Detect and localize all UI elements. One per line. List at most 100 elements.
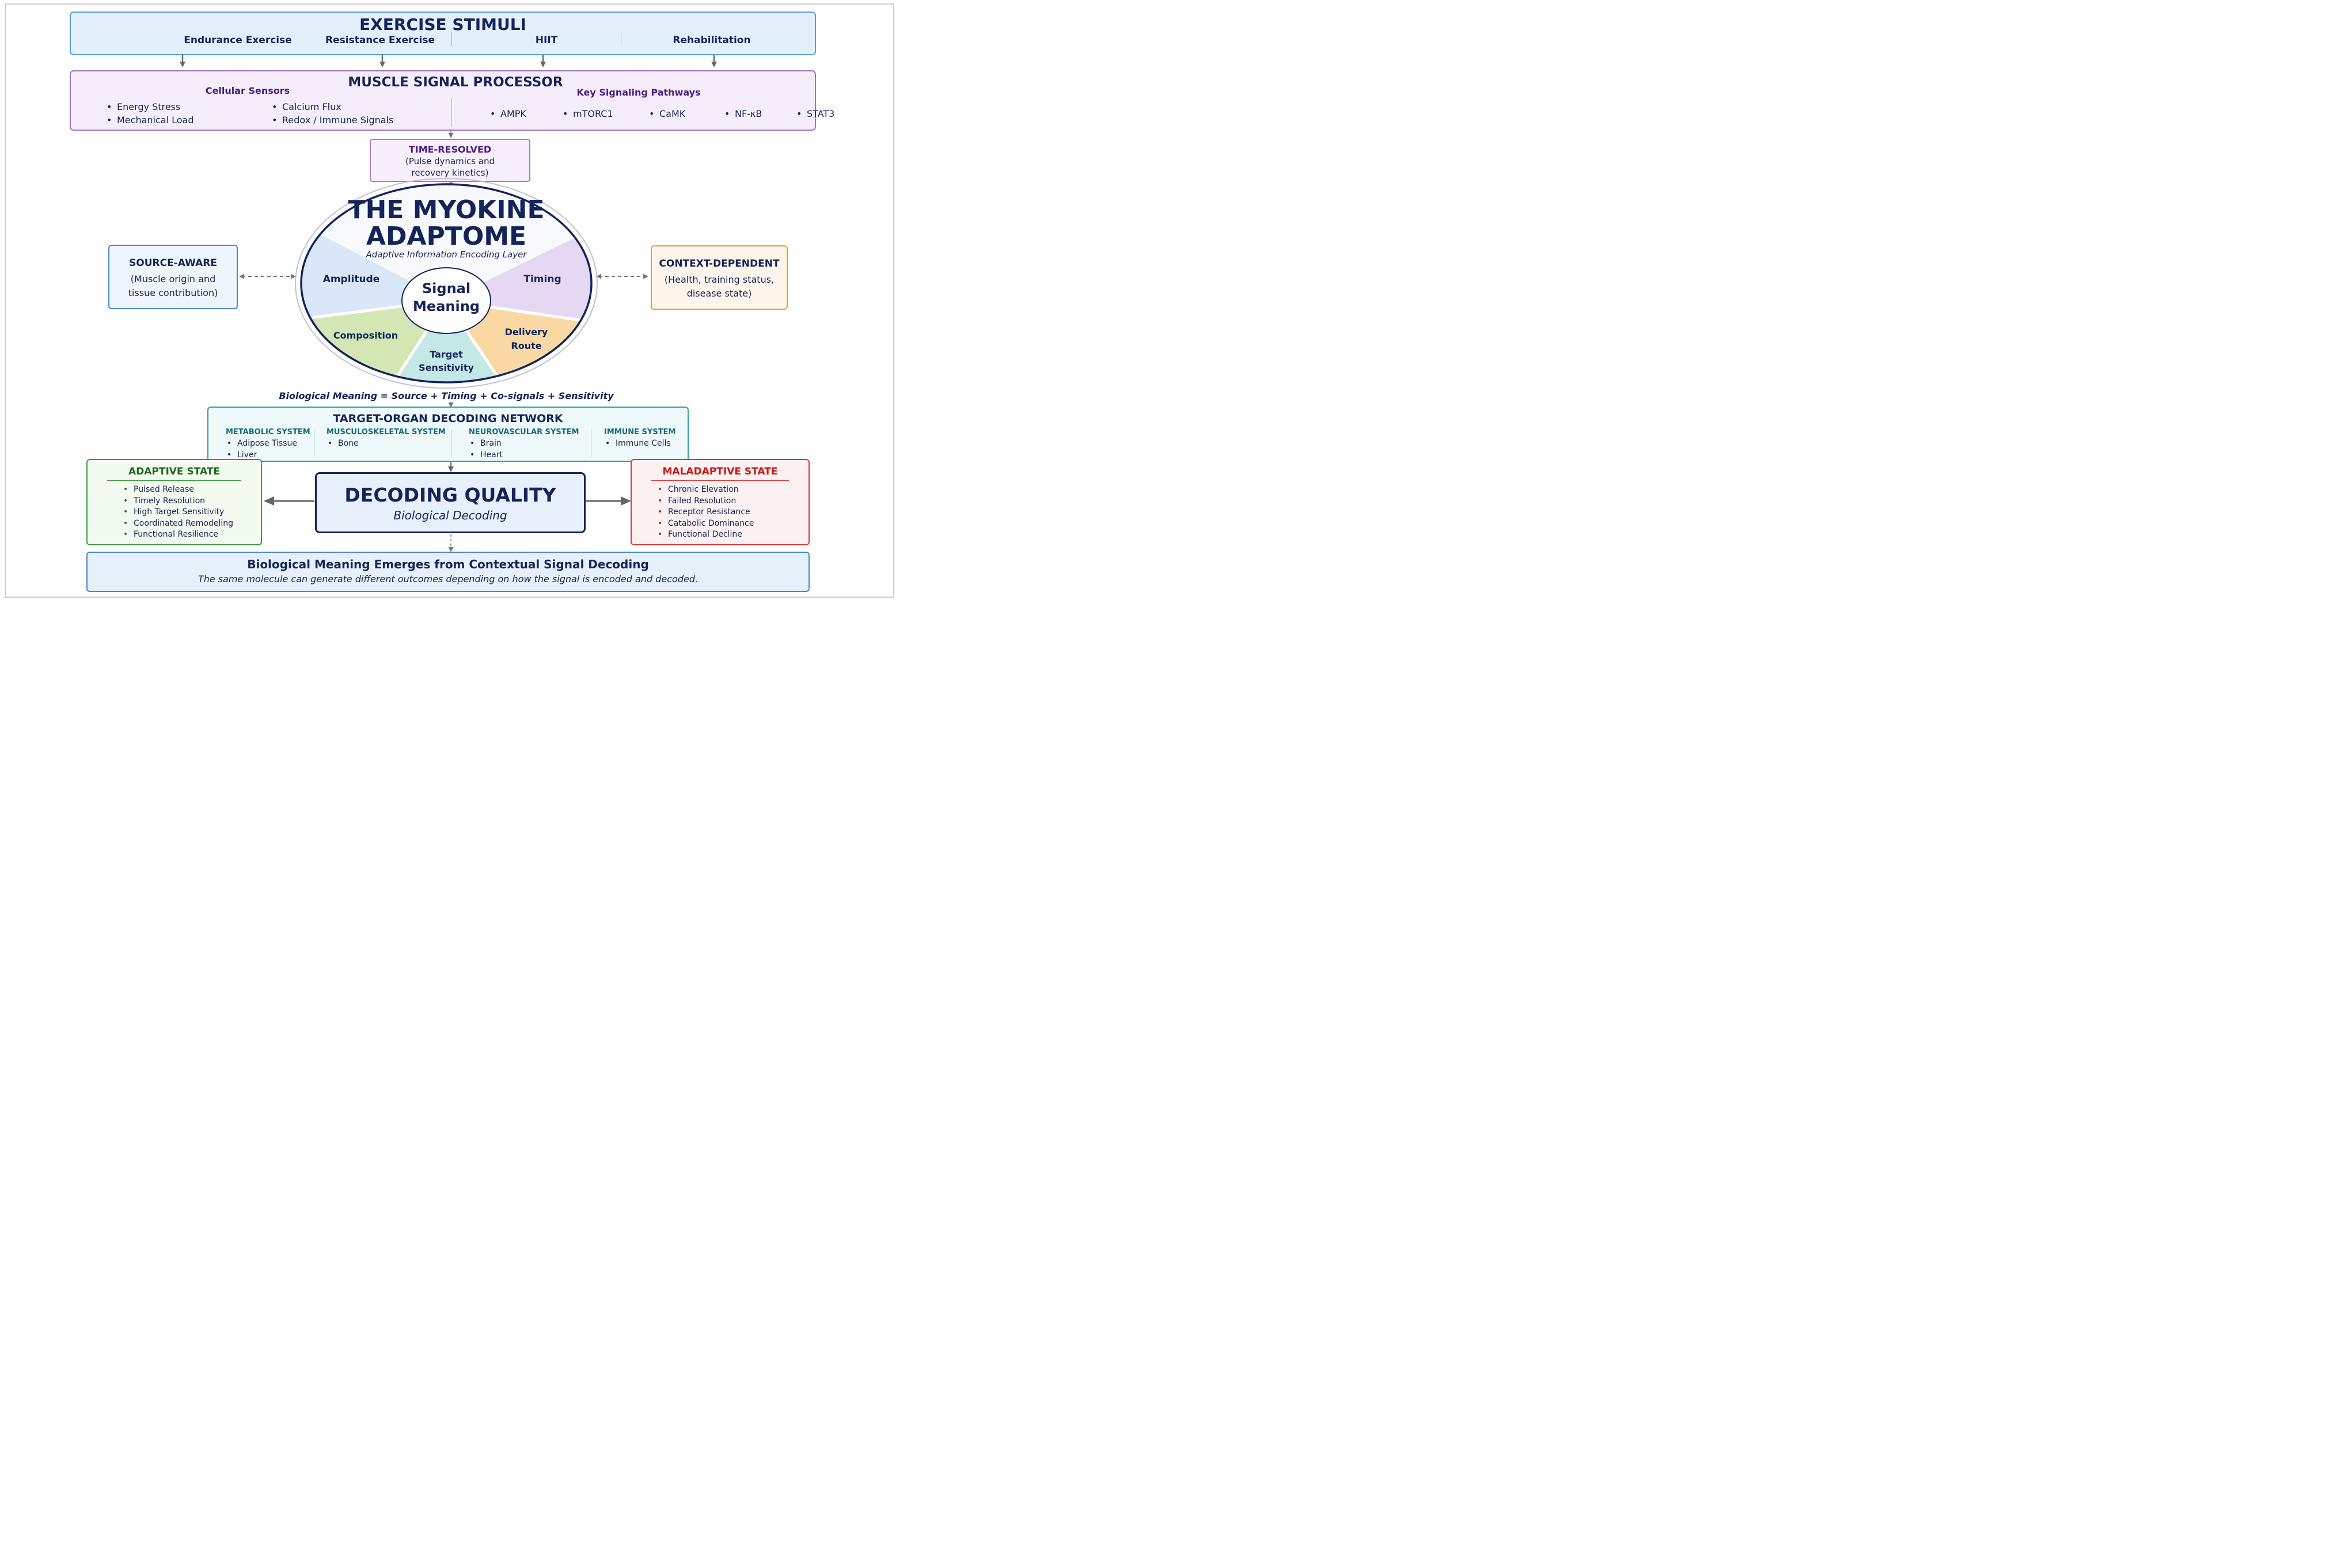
context-dependent-title: CONTEXT-DEPENDENT xyxy=(659,258,780,269)
stimulus-endurance: Endurance Exercise xyxy=(184,35,292,46)
time-resolved-box: TIME-RESOLVED (Pulse dynamics and recove… xyxy=(370,139,530,182)
muscle-signal-processor-panel: MUSCLE SIGNAL PROCESSOR Cellular Sensors… xyxy=(70,70,834,131)
diagram-canvas: EXERCISE STIMULI Endurance Exercise Resi… xyxy=(0,0,900,602)
organ-item: Brain xyxy=(469,438,579,449)
connectors-layer xyxy=(180,55,717,552)
source-aware-line1: (Muscle origin and xyxy=(130,274,216,284)
time-resolved-line1: (Pulse dynamics and xyxy=(405,156,495,166)
system-immune: IMMUNE SYSTEM Immune Cells xyxy=(604,428,675,449)
organ-item: Bone xyxy=(327,438,446,449)
adaptive-item: Timely Resolution xyxy=(122,496,233,507)
sensor-item: Calcium Flux xyxy=(271,100,393,113)
stimulus-rehabilitation: Rehabilitation xyxy=(673,35,751,46)
adaptome-outline xyxy=(300,183,593,384)
decoding-network-title: TARGET-ORGAN DECODING NETWORK xyxy=(333,412,563,425)
system-title: MUSCULOSKELETAL SYSTEM xyxy=(327,428,446,436)
outer-frame xyxy=(5,3,894,598)
footer-panel: Biological Meaning Emerges from Contextu… xyxy=(86,552,810,592)
exercise-stimuli-title: EXERCISE STIMULI xyxy=(359,15,526,34)
source-aware-box: SOURCE-AWARE (Muscle origin and tissue c… xyxy=(108,245,238,309)
adaptive-item: Pulsed Release xyxy=(122,484,233,496)
pathway-item: mTORC1 xyxy=(561,108,648,119)
pathway-item: STAT3 xyxy=(795,108,859,119)
decoding-network-panel: TARGET-ORGAN DECODING NETWORK METABOLIC … xyxy=(207,407,689,462)
signal-line: Signal xyxy=(422,280,471,297)
organ-item: Immune Cells xyxy=(604,438,675,449)
footer-title: Biological Meaning Emerges from Contextu… xyxy=(247,557,649,571)
signal-meaning-core xyxy=(401,267,491,334)
adaptive-list: Pulsed Release Timely Resolution High Ta… xyxy=(122,484,233,541)
divider xyxy=(107,480,241,481)
organ-item: Liver xyxy=(226,449,310,461)
label-amplitude: Amplitude xyxy=(322,274,380,285)
maladaptive-state-title: MALADAPTIVE STATE xyxy=(662,466,778,477)
delivery-line1: Delivery xyxy=(504,326,548,337)
exercise-stimuli-panel: EXERCISE STIMULI Endurance Exercise Resi… xyxy=(70,12,816,55)
maladaptive-item: Catabolic Dominance xyxy=(656,518,754,530)
target-line1: Target xyxy=(430,349,463,360)
divider xyxy=(451,32,452,46)
adaptive-item: Functional Resilience xyxy=(122,529,233,541)
divider xyxy=(451,98,452,127)
system-metabolic: METABOLIC SYSTEM Adipose Tissue Liver xyxy=(226,428,310,461)
organ-item: Adipose Tissue xyxy=(226,438,310,449)
system-neurovascular: NEUROVASCULAR SYSTEM Brain Heart xyxy=(469,428,579,461)
cellular-sensors-title: Cellular Sensors xyxy=(205,85,290,96)
decoding-quality-title: DECODING QUALITY xyxy=(344,484,556,506)
maladaptive-item: Receptor Resistance xyxy=(656,507,754,518)
adaptome-diagram xyxy=(295,178,598,389)
label-signal-meaning: Signal Meaning xyxy=(403,280,489,316)
organ-item: Heart xyxy=(469,449,579,461)
adaptive-item: High Target Sensitivity xyxy=(122,507,233,518)
stimulus-hiit: HIIT xyxy=(535,35,558,46)
adaptome-subtitle: Adaptive Information Encoding Layer xyxy=(366,249,527,260)
delivery-line2: Route xyxy=(511,340,542,351)
system-musculoskeletal: MUSCULOSKELETAL SYSTEM Bone xyxy=(327,428,446,449)
context-dependent-line2: disease state) xyxy=(686,288,752,299)
processor-title: MUSCLE SIGNAL PROCESSOR xyxy=(348,75,563,90)
target-line2: Sensitivity xyxy=(419,362,474,373)
pathways-title: Key Signaling Pathways xyxy=(576,87,701,98)
meaning-line: Meaning xyxy=(413,298,480,314)
adaptome-outer-ring xyxy=(295,178,598,389)
adaptive-state-box: ADAPTIVE STATE Pulsed Release Timely Res… xyxy=(86,459,262,545)
adaptome-title-line2: ADAPTOME xyxy=(366,222,527,251)
label-composition: Composition xyxy=(333,330,398,341)
sector-target-sensitivity xyxy=(380,301,515,382)
footer-subtitle: The same molecule can generate different… xyxy=(198,574,699,584)
maladaptive-state-box: MALADAPTIVE STATE Chronic Elevation Fail… xyxy=(631,459,810,545)
maladaptive-list: Chronic Elevation Failed Resolution Rece… xyxy=(656,484,754,541)
sensor-item: Mechanical Load xyxy=(105,113,194,127)
decoding-quality-box: DECODING QUALITY Biological Decoding xyxy=(315,472,586,533)
adaptome-title-line1: THE MYOKINE xyxy=(348,195,545,225)
system-title: IMMUNE SYSTEM xyxy=(604,428,676,436)
label-target-sensitivity: Target Sensitivity xyxy=(406,348,487,374)
adaptive-state-title: ADAPTIVE STATE xyxy=(128,466,221,477)
label-delivery-route: Delivery Route xyxy=(486,325,567,353)
maladaptive-item: Chronic Elevation xyxy=(656,484,754,496)
context-dependent-line1: (Health, training status, xyxy=(664,274,775,285)
pathway-item: NF-κB xyxy=(723,108,795,119)
divider xyxy=(651,480,789,481)
sensor-item: Redox / Immune Signals xyxy=(271,113,393,127)
maladaptive-item: Failed Resolution xyxy=(656,496,754,507)
system-title: METABOLIC SYSTEM xyxy=(226,428,310,436)
stimulus-resistance: Resistance Exercise xyxy=(325,35,435,46)
sensors-list-1: Energy Stress Mechanical Load xyxy=(105,100,194,127)
source-aware-title: SOURCE-AWARE xyxy=(129,257,217,269)
adaptive-item: Coordinated Remodeling xyxy=(122,518,233,530)
pathway-item: AMPK xyxy=(489,108,561,119)
sensors-list-2: Calcium Flux Redox / Immune Signals xyxy=(271,100,393,127)
sensor-item: Energy Stress xyxy=(105,100,194,113)
decoding-quality-subtitle: Biological Decoding xyxy=(393,508,507,522)
pathway-item: CaMK xyxy=(648,108,723,119)
source-aware-line2: tissue contribution) xyxy=(128,287,218,298)
time-resolved-title: TIME-RESOLVED xyxy=(408,144,492,155)
pathways-list: AMPK mTORC1 CaMK NF-κB STAT3 xyxy=(489,108,859,119)
system-title: NEUROVASCULAR SYSTEM xyxy=(469,428,579,436)
maladaptive-item: Functional Decline xyxy=(656,529,754,541)
time-resolved-line2: recovery kinetics) xyxy=(411,168,489,178)
biological-meaning-equation: Biological Meaning = Source + Timing + C… xyxy=(279,390,614,401)
context-dependent-box: CONTEXT-DEPENDENT (Health, training stat… xyxy=(651,245,788,310)
label-timing: Timing xyxy=(523,274,561,285)
